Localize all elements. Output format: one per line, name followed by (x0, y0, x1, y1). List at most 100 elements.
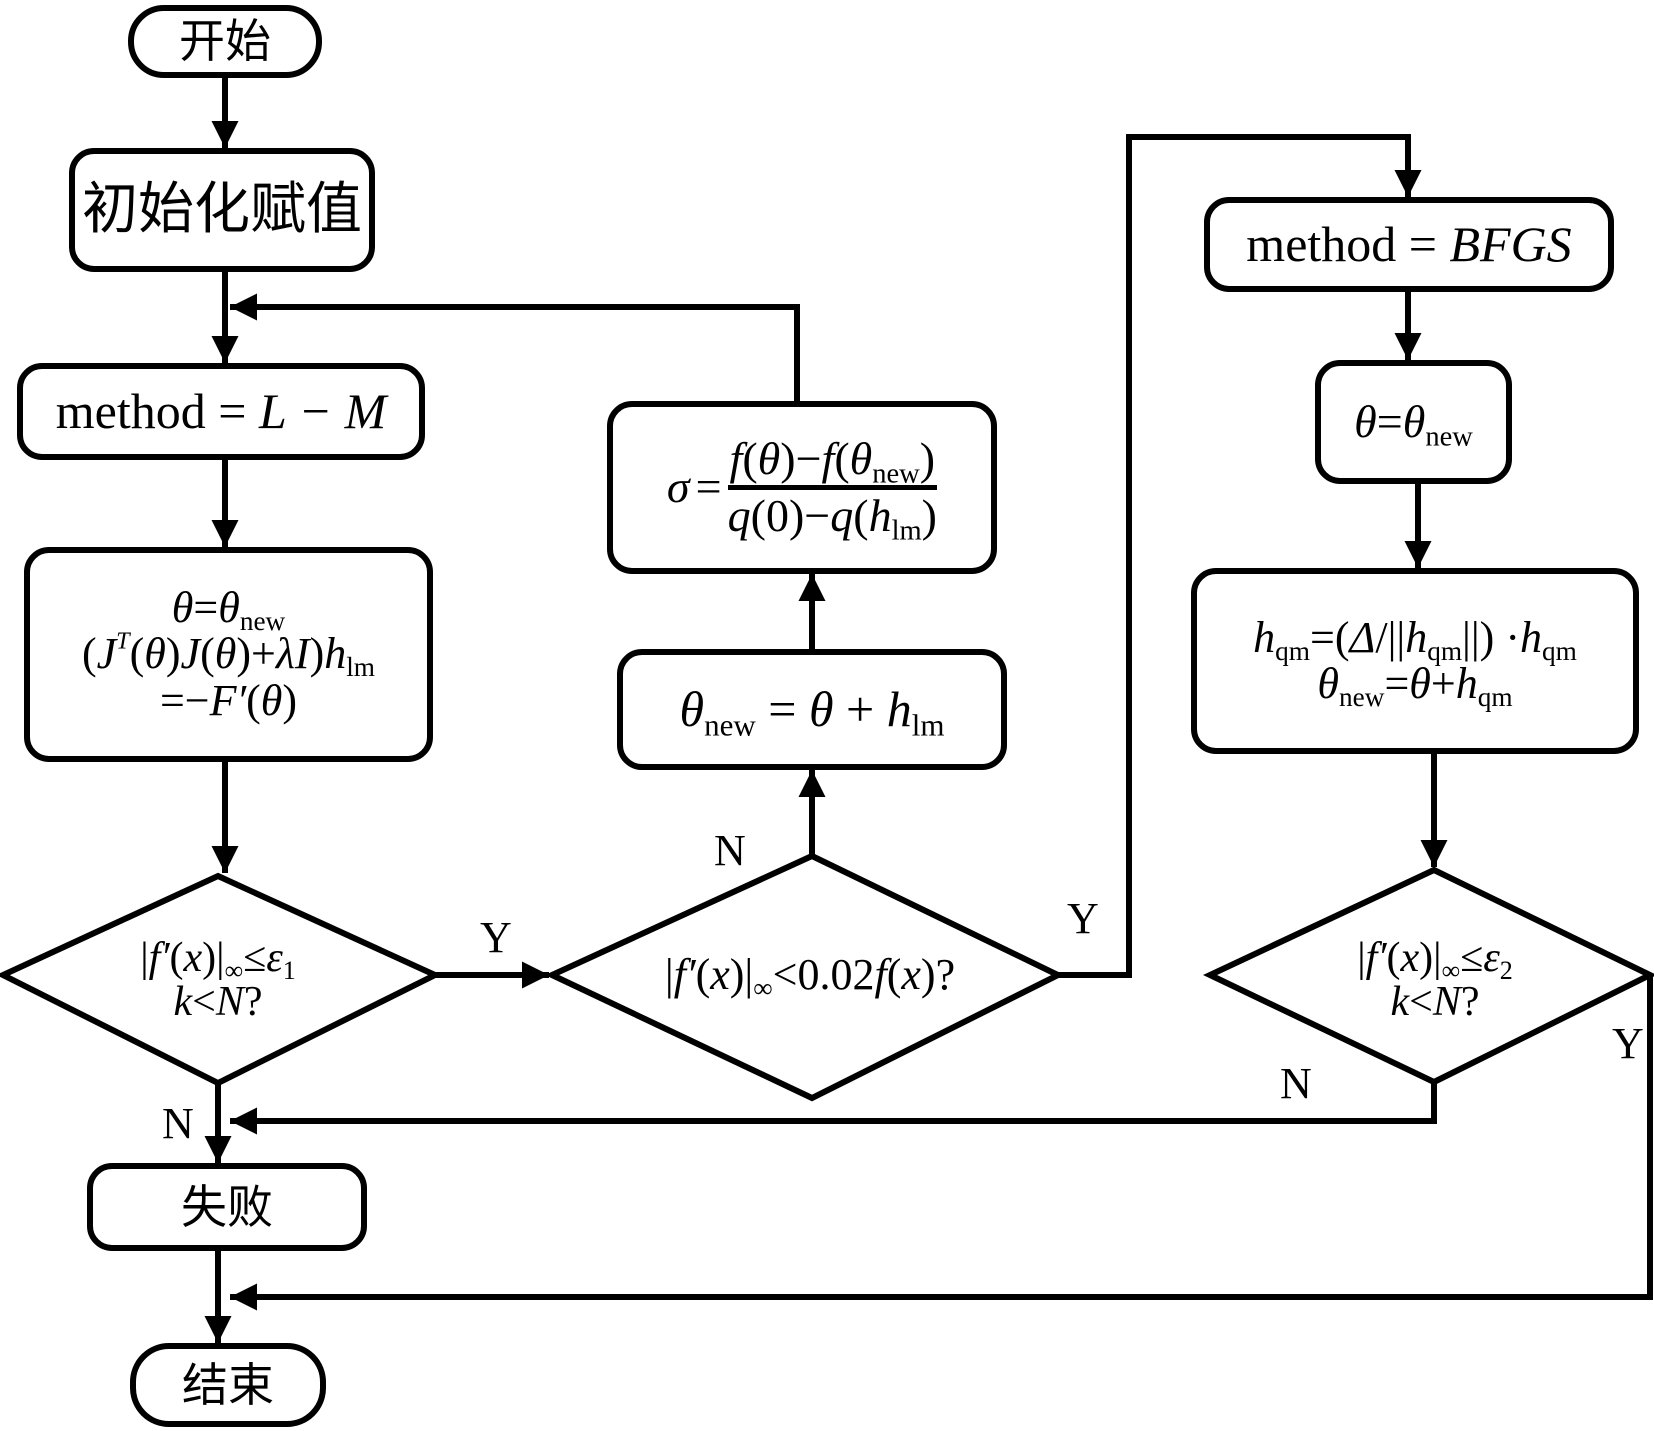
math-glyph: h (324, 629, 347, 679)
math-glyph: new (1425, 421, 1473, 453)
math-glyph: = (695, 461, 722, 513)
qm-step-node: hqm=(Δ/||hqm||) ·hqm θnew=θ+hqm (1194, 571, 1636, 751)
math-glyph: h (1455, 659, 1478, 708)
lm-step-line2: (JT(θ)J(θ)+λI)hlm (82, 629, 375, 681)
math-glyph: | (216, 934, 225, 981)
math-glyph: ( (200, 629, 215, 679)
math-glyph: ) (921, 490, 937, 541)
decision3-line2: k<N? (1390, 980, 1479, 1024)
method-bfgs-node: method = BFGS (1207, 200, 1611, 289)
math-glyph: ( (246, 675, 261, 725)
decision3-line1: |f′(x)|∞≤ε2 (1357, 934, 1513, 983)
math-glyph: ( (750, 490, 766, 541)
theta-update-lm-node: θnew = θ + hlm (620, 652, 1004, 767)
math-glyph: ? (935, 949, 956, 999)
math-glyph: ε (1483, 934, 1500, 981)
math-glyph: N (215, 979, 244, 1025)
math-glyph: k (173, 979, 193, 1025)
math-glyph: ) (202, 934, 217, 981)
math-glyph: ) (780, 432, 796, 484)
math-glyph: J (180, 629, 201, 679)
math-glyph: new (704, 707, 756, 743)
decision2-node: |f′(x)|∞<0.02f(x)? (600, 940, 1020, 1010)
method-lm-node: method = L − M (20, 366, 422, 457)
qm-step-line1: hqm=(Δ/||hqm||) ·hqm (1253, 612, 1577, 664)
math-glyph: qm (1275, 635, 1311, 666)
sigma-node: σ = f(θ)−f(θnew) q(0)−q(hlm) (610, 404, 994, 571)
math-glyph: ∞ (753, 973, 773, 1004)
lm-step-line1: θ=θnew (172, 583, 286, 635)
sigma-numerator: f(θ)−f(θnew) (727, 432, 938, 490)
math-glyph: θ (218, 583, 240, 633)
edge-decision3-end-yes (230, 975, 1653, 1311)
sigma-box-shape (607, 401, 997, 574)
math-glyph: qm (1477, 682, 1513, 713)
math-glyph: = (193, 583, 219, 633)
start-node: 开始 (131, 8, 319, 75)
decision1-line2: k<N? (173, 980, 262, 1024)
math-glyph: q (830, 490, 854, 541)
init-node: 初始化赋值 (72, 151, 372, 269)
theta-assign-label: θ=θnew (1354, 395, 1473, 451)
lm-step-line3: =−F′(θ) (160, 675, 298, 725)
math-glyph: | (664, 949, 674, 999)
math-glyph: new (1339, 682, 1385, 713)
qm-step-line2: θnew=θ+hqm (1317, 659, 1512, 710)
theta-assign-node: θ=θnew (1318, 363, 1509, 481)
math-glyph: ) (729, 949, 745, 999)
math-glyph: ′ (1377, 934, 1387, 981)
math-glyph: = (1376, 395, 1403, 447)
math-glyph: x (183, 934, 203, 981)
start-label: 开始 (179, 14, 271, 69)
edge-label-d1-no: N (162, 1099, 194, 1148)
math-glyph: θ (1354, 395, 1377, 447)
math-glyph: ∞ (224, 955, 244, 985)
math-glyph: ′ (236, 675, 247, 725)
math-glyph: x (710, 949, 730, 999)
math-glyph: 0.02 (797, 949, 875, 999)
edge-label-d3-yes: Y (1612, 1019, 1644, 1068)
math-glyph: + (846, 681, 875, 738)
decision1-line1: |f′(x)|∞≤ε1 (140, 934, 296, 983)
math-glyph: ) (165, 629, 181, 679)
start-terminal-shape (128, 5, 322, 78)
math-glyph: q (727, 490, 751, 541)
edge-label-d2-yes: Y (1067, 894, 1099, 943)
math-glyph: ) (788, 490, 805, 541)
math-glyph: qm (1427, 635, 1463, 666)
math-glyph: ) (1479, 612, 1495, 662)
math-glyph: ( (853, 490, 869, 541)
math-glyph: f (729, 432, 743, 484)
decision1-node: |f′(x)|∞≤ε1 k<N? (110, 915, 326, 1045)
math-glyph: Δ (1349, 612, 1376, 662)
edge-label-d1-yes: Y (480, 913, 512, 962)
math-glyph: < (1409, 979, 1433, 1025)
qm-step-box-shape (1191, 568, 1639, 754)
math-glyph: ε (266, 934, 283, 981)
math-glyph: ( (886, 949, 902, 999)
math-glyph: 1 (282, 955, 296, 985)
math-glyph: f (821, 432, 835, 484)
sigma-denominator: q(0)−q(hlm) (727, 490, 937, 545)
end-terminal-shape (130, 1343, 326, 1427)
math-glyph: θ (1317, 659, 1340, 708)
sigma-fraction: f(θ)−f(θnew) q(0)−q(hlm) (727, 432, 938, 545)
math-glyph: | (1357, 934, 1366, 981)
math-glyph: ) (236, 629, 252, 679)
math-glyph: f (673, 949, 686, 999)
math-glyph: ) (282, 675, 298, 725)
math-glyph: ′ (685, 949, 696, 999)
math-glyph: ? (243, 979, 263, 1025)
math-glyph: = (768, 681, 797, 738)
math-glyph: < (192, 979, 216, 1025)
math-glyph: || (1387, 612, 1406, 662)
math-glyph: ) (1419, 934, 1434, 981)
decision2-line1: |f′(x)|∞<0.02f(x)? (664, 949, 956, 1001)
math-glyph: < (772, 949, 798, 999)
decision3-node: |f′(x)|∞≤ε2 k<N? (1320, 915, 1550, 1045)
math-glyph: N (1432, 979, 1461, 1025)
math-glyph: ? (1460, 979, 1480, 1025)
math-glyph: / (1375, 612, 1388, 662)
fail-box-shape (87, 1163, 367, 1251)
